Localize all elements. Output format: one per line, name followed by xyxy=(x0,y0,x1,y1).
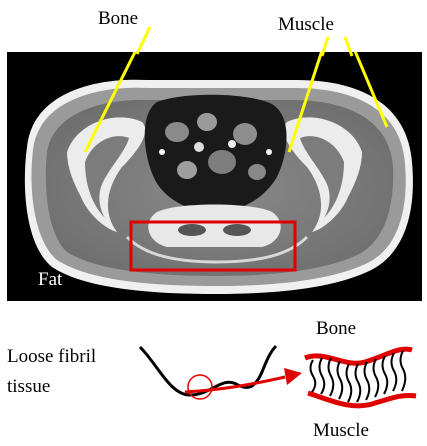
pointer-extensions xyxy=(0,0,427,60)
bone-layer-bottom xyxy=(308,393,416,406)
tissue-schematic xyxy=(0,300,427,446)
tissue-curve xyxy=(140,346,276,395)
fat-label: Fat xyxy=(38,269,62,291)
arrow-head xyxy=(284,368,302,385)
sacrum xyxy=(148,205,280,248)
magnify-circle xyxy=(188,375,212,399)
ct-scan-image xyxy=(7,52,422,301)
